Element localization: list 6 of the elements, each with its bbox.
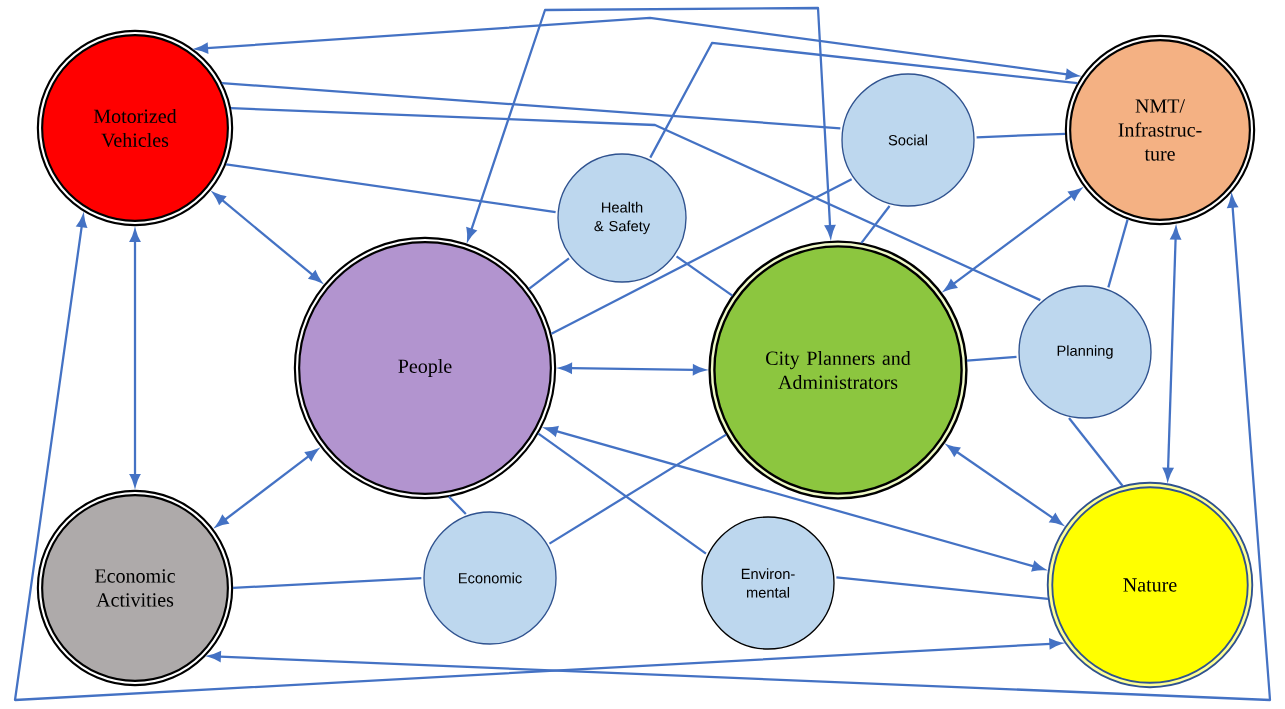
arrow xyxy=(466,6,836,241)
connector-line xyxy=(976,132,1066,139)
connector-line xyxy=(221,81,841,130)
connector-line xyxy=(649,41,1078,159)
arrow xyxy=(195,16,1079,80)
arrow xyxy=(129,229,141,487)
